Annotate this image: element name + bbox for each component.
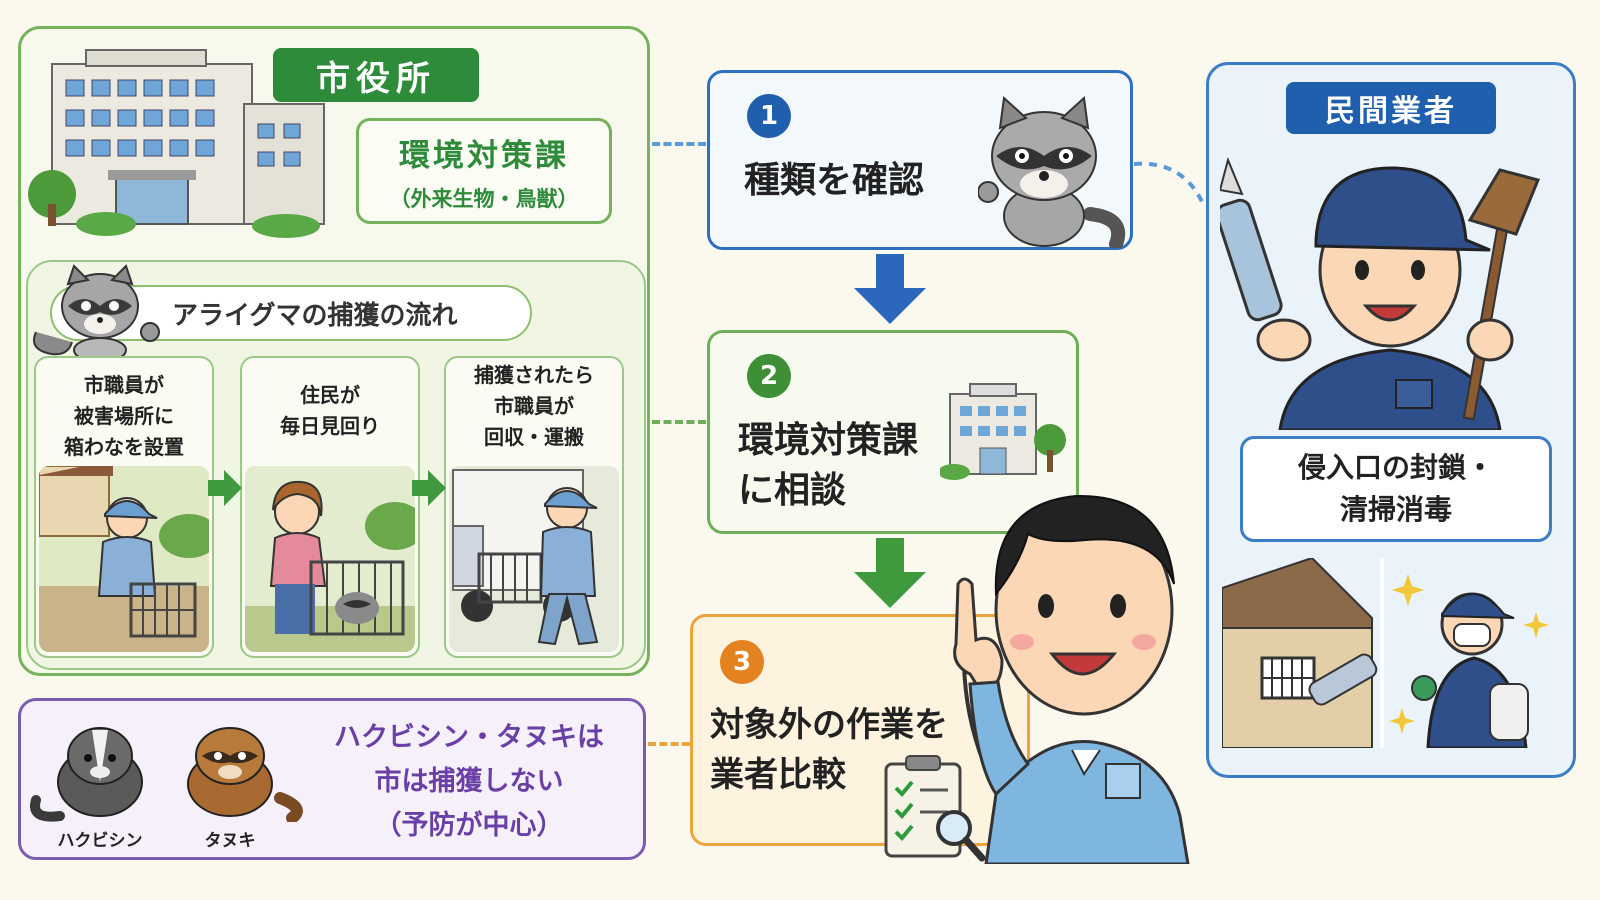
contractor-worker-icon [1220,156,1541,430]
department-subtitle: （外来生物・鳥獣） [389,186,579,211]
private-task-line1: 侵入口の封鎖・ [1297,451,1494,484]
connector-dashed-curve [1134,161,1206,207]
city-hall-building-icon [28,49,325,238]
step-2-label: 環境対策課 に相談 [738,416,918,516]
civet-label: ハクビシン [57,831,143,851]
worker-transport-truck-icon [449,466,619,652]
flow-step-2-line2: 毎日見回り [280,414,380,438]
connector-dashed-line [648,742,690,746]
worker-setting-trap-icon [39,466,209,652]
raccoon-waving-icon [978,95,1126,248]
private-task-line2: 清掃消毒 [1339,493,1452,526]
private-task-box: 侵入口の封鎖・ 清掃消毒 [1240,436,1552,542]
flow-step-text-3: 捕獲されたら 市職員が 回収・運搬 [444,360,624,453]
clipboard-checklist-icon [884,755,986,862]
small-building-icon [940,383,1066,480]
private-contractor-title: 民間業者 [1286,82,1496,134]
step-2-line2: に相談 [738,470,847,511]
raccoon-mascot-icon [33,264,160,362]
sealing-disinfection-scene-icon [1222,558,1549,748]
civet-and-tanuki-icon [30,727,303,822]
step-3-number: 3 [720,640,764,684]
notice-line3: （予防が中心） [374,810,564,841]
flow-arrow-right-icon [412,470,446,506]
department-box: 環境対策課 （外来生物・鳥獣） [356,118,612,224]
step-2-line1: 環境対策課 [738,420,919,461]
flow-step-1-line2: 被害場所に [74,404,174,428]
connector-dashed-line [652,142,706,146]
flow-step-2-line1: 住民が [300,383,360,407]
step-3-label: 対象外の作業を 業者比較 [710,700,948,800]
step-3-line1: 対象外の作業を [710,705,948,745]
flow-step-3-line1: 捕獲されたら [474,363,594,387]
tanuki-label: タヌキ [204,831,256,851]
pointing-man-icon [953,494,1190,864]
flow-step-1-line3: 箱わなを設置 [64,435,184,459]
arrow-down-icon [854,538,926,608]
step-3-line2: 業者比較 [710,755,846,795]
connector-dashed-line [652,420,706,424]
department-name: 環境対策課 [399,137,569,174]
arrow-down-icon [854,254,926,324]
city-hall-title: 市役所 [273,48,479,102]
flow-step-text-2: 住民が 毎日見回り [240,380,420,442]
flow-step-1-line1: 市職員が [84,373,164,397]
flow-step-text-1: 市職員が 被害場所に 箱わなを設置 [34,370,214,463]
step-1-label: 種類を確認 [744,160,925,201]
flow-step-3-line2: 市職員が [494,394,574,418]
flow-arrow-right-icon [208,470,242,506]
notice-line1: ハクビシン・タヌキは [334,722,604,753]
notice-line2: 市は捕獲しない [374,766,564,797]
step-1-number: 1 [747,94,791,138]
flow-step-3-line3: 回収・運搬 [484,425,584,449]
notice-text: ハクビシン・タヌキは 市は捕獲しない （予防が中心） [306,716,632,848]
step-2-number: 2 [747,354,791,398]
resident-checking-trap-icon [245,466,415,652]
